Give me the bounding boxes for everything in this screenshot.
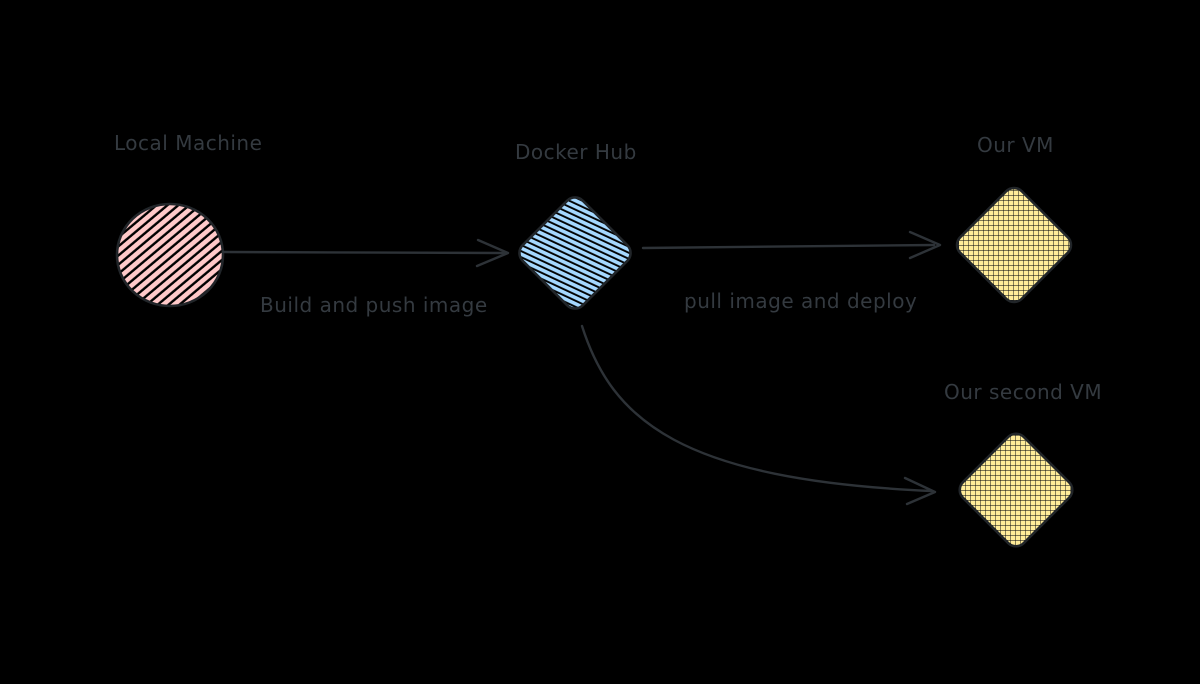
arrow-docker-hub-to-our-second-vm[interactable]	[580, 324, 937, 506]
our-second-vm-diamond-rect	[958, 432, 1074, 548]
arrow-local-to-docker-hub-head	[475, 238, 510, 268]
our-vm-label: Our VM	[977, 133, 1054, 157]
arrow-local-to-docker-hub[interactable]	[221, 238, 510, 268]
docker-hub-diamond-rect	[518, 196, 632, 310]
our-second-vm-shape[interactable]	[955, 429, 1077, 551]
arrow-docker-hub-to-our-vm-head	[908, 230, 942, 260]
our-vm-diamond-rect	[955, 186, 1073, 304]
our-vm-shape[interactable]	[952, 183, 1075, 306]
local-machine-shape[interactable]	[115, 202, 225, 308]
local-machine-label: Local Machine	[114, 131, 263, 155]
docker-hub-label: Docker Hub	[515, 140, 637, 164]
arrow-docker-hub-to-our-vm-shaft	[641, 243, 936, 250]
docker-hub-shape[interactable]	[515, 193, 635, 313]
arrow-local-to-docker-hub-shaft	[221, 250, 506, 255]
build-and-push-image-edge-label: Build and push image	[260, 293, 488, 317]
arrow-docker-hub-to-our-second-vm-shaft	[580, 324, 934, 493]
our-second-vm-label: Our second VM	[944, 380, 1103, 404]
arrow-docker-hub-to-our-vm[interactable]	[641, 230, 942, 260]
arrow-docker-hub-to-our-second-vm-head	[903, 476, 937, 506]
pull-image-and-deploy-edge-label: pull image and deploy	[684, 289, 918, 313]
